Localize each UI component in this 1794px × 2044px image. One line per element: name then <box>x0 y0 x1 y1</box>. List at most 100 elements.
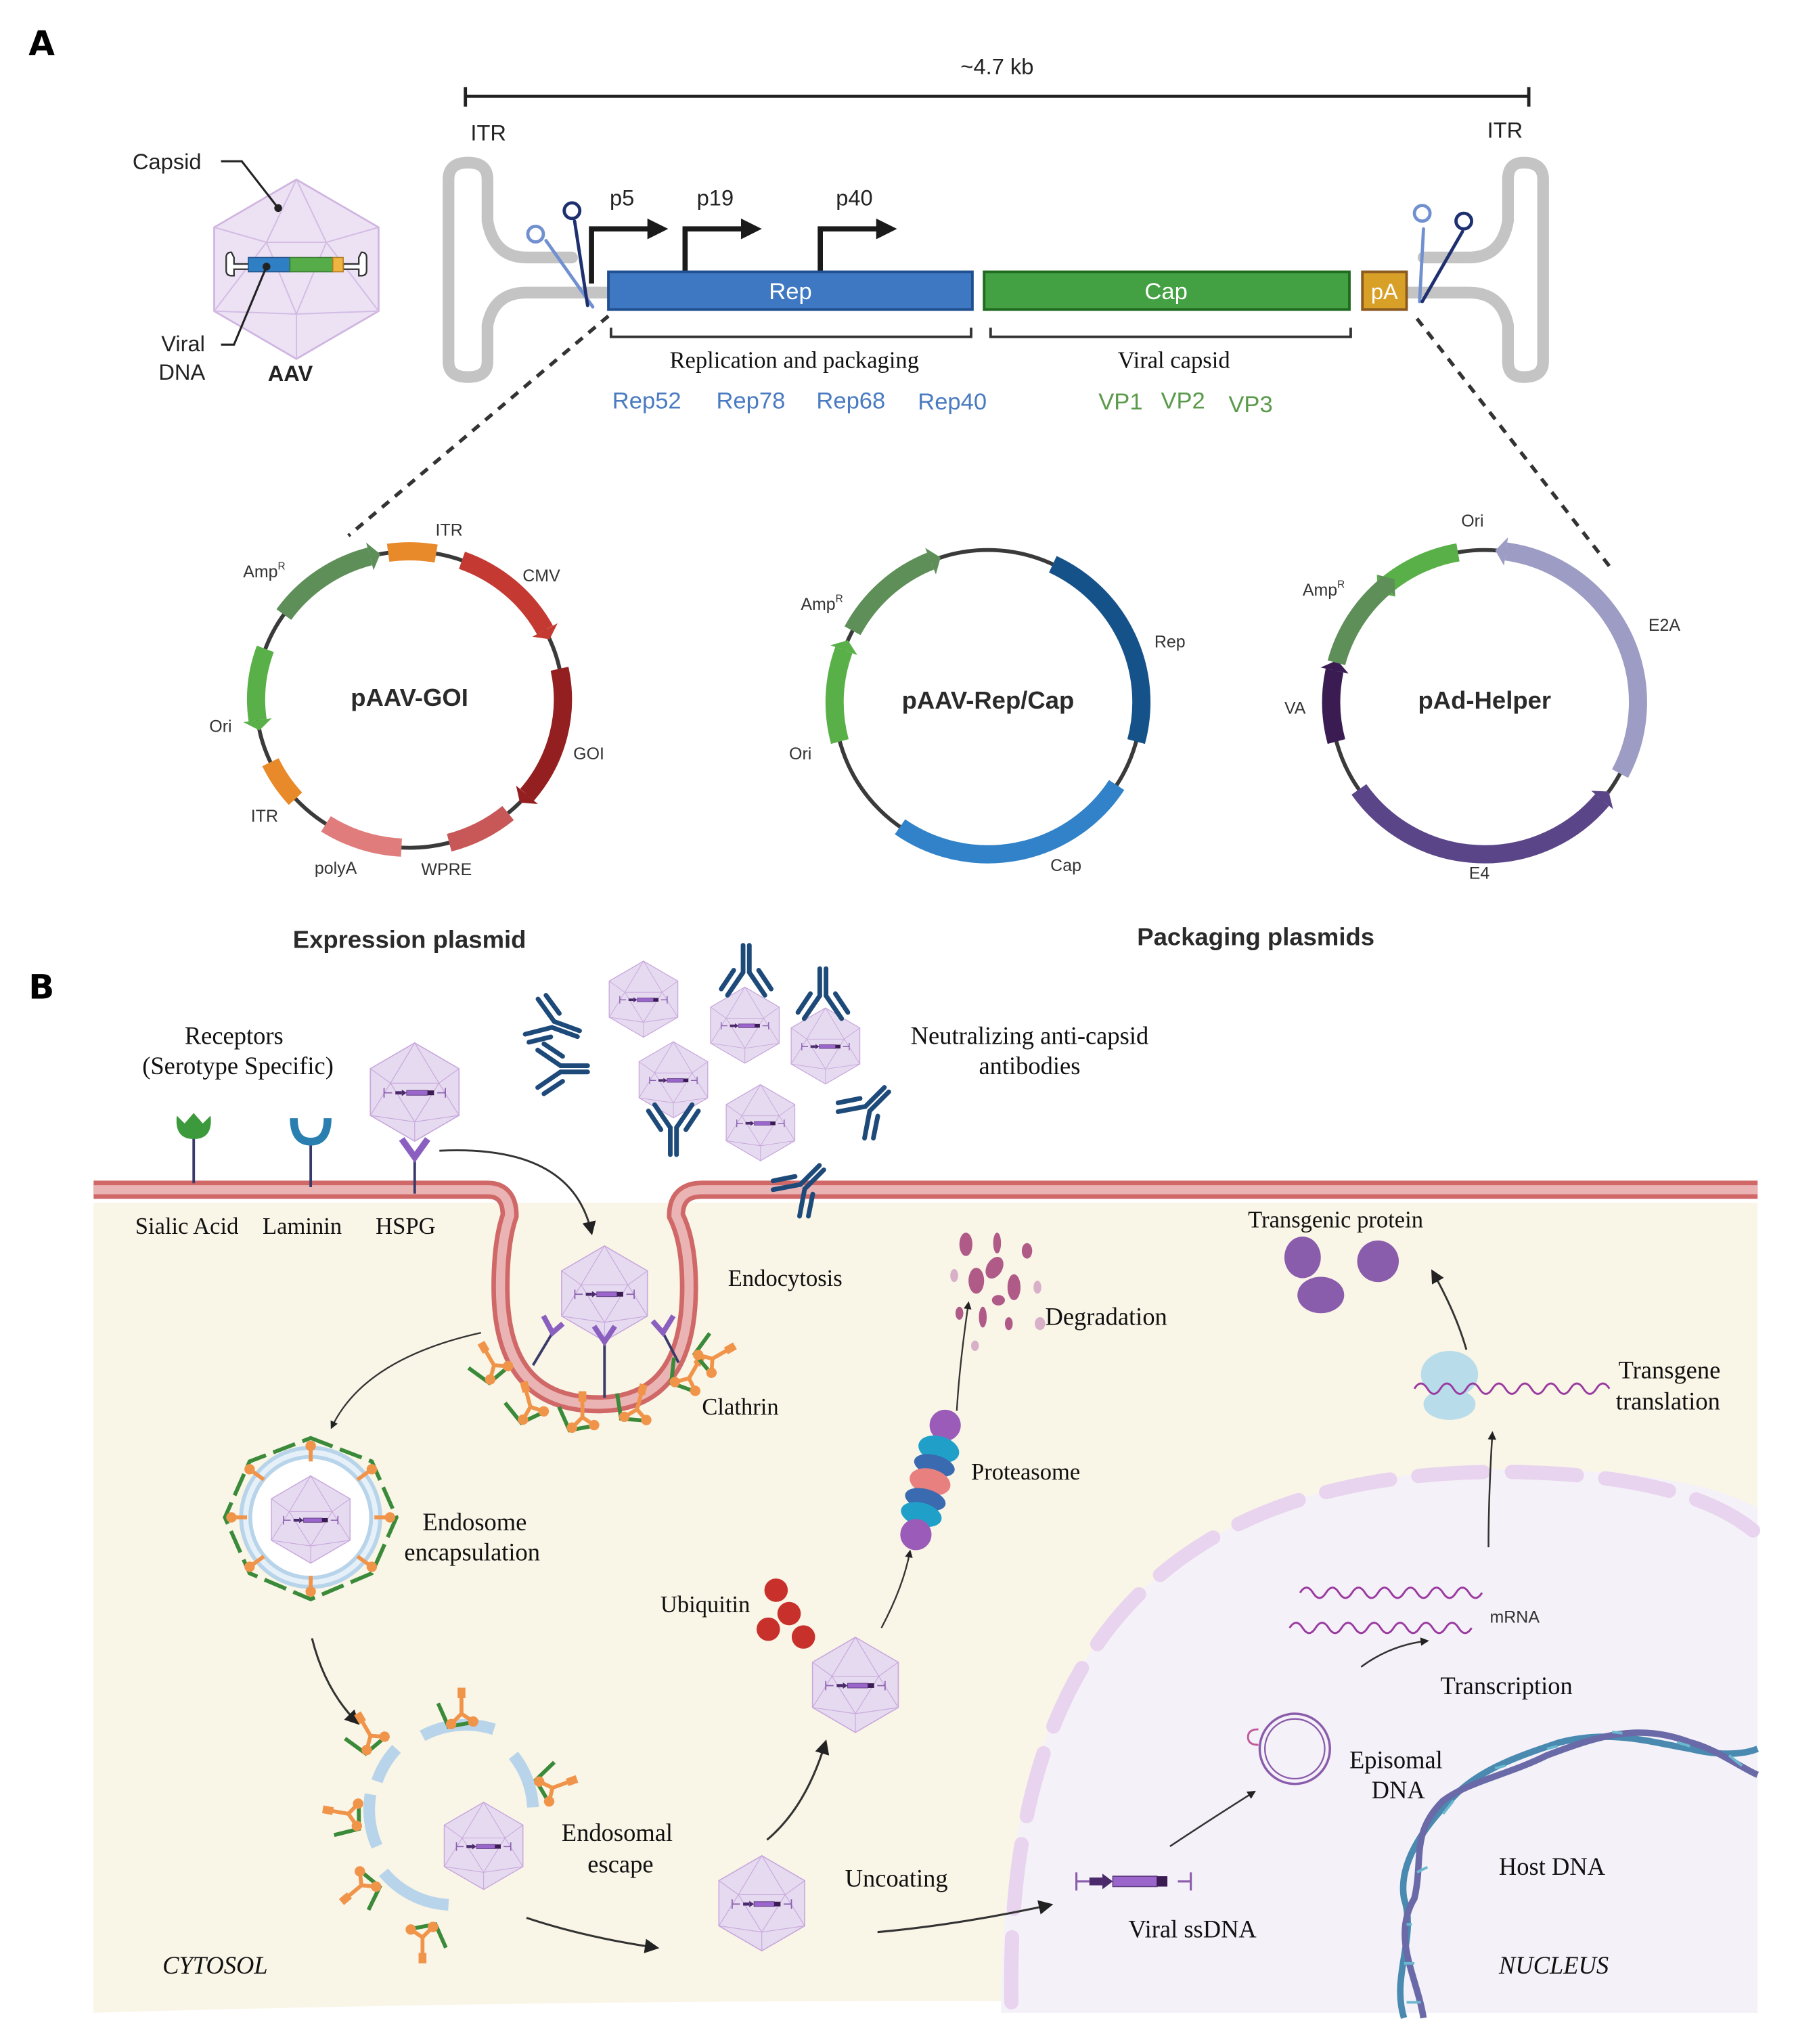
protein-rep40: Rep40 <box>918 389 987 415</box>
endosome <box>223 1436 399 1602</box>
scissors-icon-right <box>1412 204 1473 304</box>
plasmid-feature-label: GOI <box>573 745 604 763</box>
promoter-arrowhead-p19 <box>740 218 762 240</box>
promoter-label-p19: p19 <box>697 185 734 210</box>
itr-left-label: ITR <box>470 120 506 146</box>
arrow-to-escape <box>311 1638 360 1725</box>
plasmid-feature-ampr <box>844 552 935 636</box>
arrow-to-translation <box>1487 1431 1496 1548</box>
itr-right-label: ITR <box>1487 118 1523 143</box>
plasma-membrane <box>93 1180 1758 1414</box>
receptor-label-laminin: Laminin <box>263 1214 342 1239</box>
itr-hairpin-right <box>1398 156 1549 383</box>
plasmid-feature-e2a <box>1504 542 1647 778</box>
protein-vp3: VP3 <box>1228 392 1272 418</box>
antibody-6 <box>834 1072 904 1142</box>
genome-length-label: ~4.7 kb <box>960 54 1033 79</box>
plasmid-feature-polya <box>321 816 403 857</box>
gene-pa-label: pA <box>1371 279 1398 304</box>
antibody-1 <box>523 993 587 1057</box>
plasmid-feature-label: ITR <box>251 807 278 826</box>
plasmid-feature-arrowhead <box>1495 537 1508 566</box>
nuclear-envelope <box>1004 1465 1765 2010</box>
transgenic-proteins <box>1284 1236 1399 1314</box>
plasmid-feature-itr <box>386 542 438 563</box>
plasmid-feature-label: AmpR <box>1303 579 1345 600</box>
mrna-2 <box>1288 1622 1473 1635</box>
arrow-to-ubiquitination <box>766 1739 830 1841</box>
antibodies-label-line2: antibodies <box>979 1052 1080 1080</box>
ubiquitin-label: Ubiquitin <box>660 1592 750 1618</box>
receptors-title-line2: (Serotype Specific) <box>142 1052 334 1080</box>
endosome-label-line1: Endosome <box>422 1508 526 1536</box>
plasmid-feature-cap <box>895 780 1125 864</box>
gene-rep-label: Rep <box>769 279 811 305</box>
capsid-ab-5 <box>725 1083 797 1162</box>
capsid-ab-3 <box>790 1006 861 1086</box>
endosomal-escape <box>319 1688 583 1963</box>
protein-rep68: Rep68 <box>816 388 885 414</box>
protein-vp2: VP2 <box>1161 388 1205 414</box>
bracket-capsid-label: Viral capsid <box>1118 348 1230 374</box>
plasmid-feature-arrowhead <box>1376 575 1395 597</box>
protein-vp1: VP1 <box>1098 389 1142 415</box>
plasmid-feature-label: polyA <box>315 859 357 878</box>
genome-length-scale: ~4.7 kb <box>464 54 1531 107</box>
escape-label-line2: escape <box>587 1850 653 1878</box>
plasmid-name: pAd-Helper <box>1418 686 1551 714</box>
mrna-label: mRNA <box>1489 1608 1540 1627</box>
translation-label-line1: Transgene <box>1619 1356 1721 1383</box>
mrna-1 <box>1299 1586 1483 1599</box>
endosome-label-line2: encapsulation <box>404 1538 540 1565</box>
plasmid-feature-arrowhead <box>925 548 941 575</box>
plasmid-feature-ori <box>1380 543 1460 593</box>
episomal-label-line2: DNA <box>1372 1776 1426 1804</box>
plasmid-feature-label: CMV <box>522 566 560 585</box>
antibody-capsid-cluster <box>523 946 904 1221</box>
plasmid-feature-label: WPRE <box>421 860 472 879</box>
aav-label: AAV <box>268 361 313 386</box>
gene-cap-label: Cap <box>1144 279 1187 305</box>
protein-rep78: Rep78 <box>716 388 785 414</box>
zoom-line-right <box>1415 317 1614 571</box>
aav-mini-genome <box>225 251 367 277</box>
aav-capsid-binding <box>370 1043 459 1141</box>
translation-label-line2: translation <box>1616 1387 1720 1415</box>
degradation-label: Degradation <box>1045 1303 1167 1331</box>
plasmid-feature-arrowhead <box>532 623 558 640</box>
arrow-to-uncoating <box>526 1917 660 1953</box>
plasmid-feature-ori <box>247 645 274 721</box>
capsid-label: Capsid <box>133 149 202 174</box>
ribosome <box>1420 1351 1479 1420</box>
plasmid-feature-itr <box>262 758 302 805</box>
plasmid-feature-arrowhead <box>365 542 380 571</box>
expression-plasmid-label: Expression plasmid <box>293 926 526 954</box>
arrow-to-episome <box>1169 1790 1256 1847</box>
bracket-capsid: Viral capsid <box>989 328 1352 374</box>
capsid-ab-2 <box>709 985 781 1065</box>
bracket-replication-label: Replication and packaging <box>669 348 919 374</box>
episomal-dna <box>1247 1712 1331 1785</box>
plasmid-feature-label: Ori <box>1461 512 1483 531</box>
mrna-strand <box>1413 1382 1611 1395</box>
plasmid-feature-wpre <box>447 805 514 852</box>
plasmid-feature-ampr <box>276 548 373 621</box>
antibody-4 <box>538 1044 588 1094</box>
protein-rep52: Rep52 <box>612 388 681 414</box>
plasmid-name: pAAV-GOI <box>351 684 468 711</box>
arrow-to-mrna <box>1360 1637 1429 1668</box>
host-dna-label: Host DNA <box>1499 1852 1606 1880</box>
plasmid-feature-goi <box>520 667 573 801</box>
receptor-laminin <box>290 1117 332 1187</box>
capsid-ab-4 <box>637 1040 709 1119</box>
plasmid-feature-label: Ori <box>789 745 811 763</box>
plasmid-feature-va <box>1322 668 1345 745</box>
vp-protein-list: VP1 VP2 VP3 <box>1098 388 1272 418</box>
plasmid-feature-arrowhead <box>516 785 538 804</box>
promoter-arrowhead-p5 <box>647 218 669 240</box>
arrow-to-degradation <box>956 1301 972 1411</box>
viral-dna-label-line1: Viral <box>161 331 205 356</box>
plasmid-feature-label: E4 <box>1469 864 1490 883</box>
degradation-fragments <box>950 1232 1046 1352</box>
